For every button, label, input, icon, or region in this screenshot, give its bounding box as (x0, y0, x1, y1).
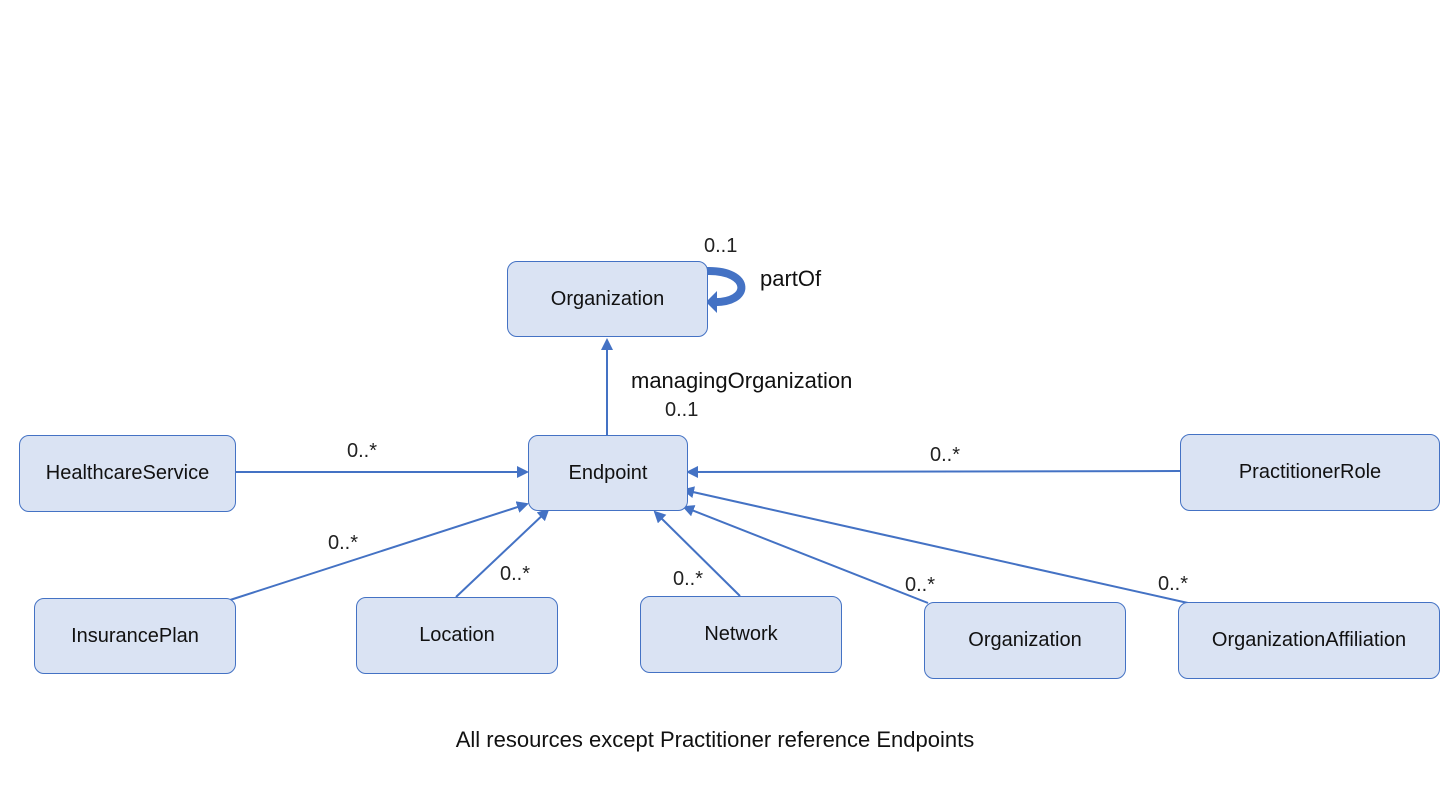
location-multiplicity: 0..* (500, 563, 531, 585)
organization-node-label: Organization (550, 287, 665, 310)
insurance-plan-multiplicity: 0..* (328, 532, 359, 554)
organization-affiliation-multiplicity: 0..* (1158, 573, 1189, 595)
insurance-plan-edge (229, 501, 529, 601)
managing-organization-label: managingOrganization (631, 368, 853, 393)
organization-bottom-node[interactable]: Organization (924, 602, 1126, 679)
healthcare-service-multiplicity: 0..* (347, 440, 378, 462)
organization-affiliation-node[interactable]: OrganizationAffiliation (1178, 602, 1440, 679)
location-edge (455, 508, 550, 598)
location-node[interactable]: Location (356, 597, 558, 674)
network-node-label: Network (704, 623, 778, 645)
healthcare-service-node-label: HealthcareService (45, 462, 210, 484)
insurance-plan-node-label: InsurancePlan (71, 624, 199, 647)
organization-bottom-multiplicity: 0..* (905, 574, 936, 596)
organization-bottom-node-label: Organization (968, 629, 1082, 651)
partof-multiplicity: 0..1 (704, 235, 738, 257)
managing-organization-multiplicity: 0..1 (665, 399, 699, 421)
location-node-label: Location (419, 624, 495, 646)
organization-affiliation-edge (682, 486, 1189, 604)
network-multiplicity: 0..* (673, 568, 704, 590)
practitioner-role-edge (686, 465, 1181, 478)
organization-node[interactable]: Organization (507, 261, 708, 337)
practitioner-role-node[interactable]: PractitionerRole (1180, 434, 1440, 511)
organization-affiliation-node-label: OrganizationAffiliation (1211, 629, 1407, 651)
network-edge (653, 510, 741, 597)
practitioner-role-node-label: PractitionerRole (1238, 461, 1382, 483)
endpoint-node[interactable]: Endpoint (528, 435, 688, 511)
organization-bottom-edge (682, 505, 929, 604)
diagram-caption: All resources except Practitioner refere… (455, 727, 975, 752)
endpoint-node-label: Endpoint (568, 461, 648, 484)
practitioner-role-multiplicity: 0..* (930, 444, 961, 466)
network-node[interactable]: Network (640, 596, 842, 673)
partof-label: partOf (760, 266, 822, 291)
insurance-plan-node[interactable]: InsurancePlan (34, 598, 236, 674)
partof-self-loop-arrowhead (706, 291, 717, 313)
partof-self-loop-arrow (706, 266, 746, 307)
healthcare-service-node[interactable]: HealthcareService (19, 435, 236, 512)
